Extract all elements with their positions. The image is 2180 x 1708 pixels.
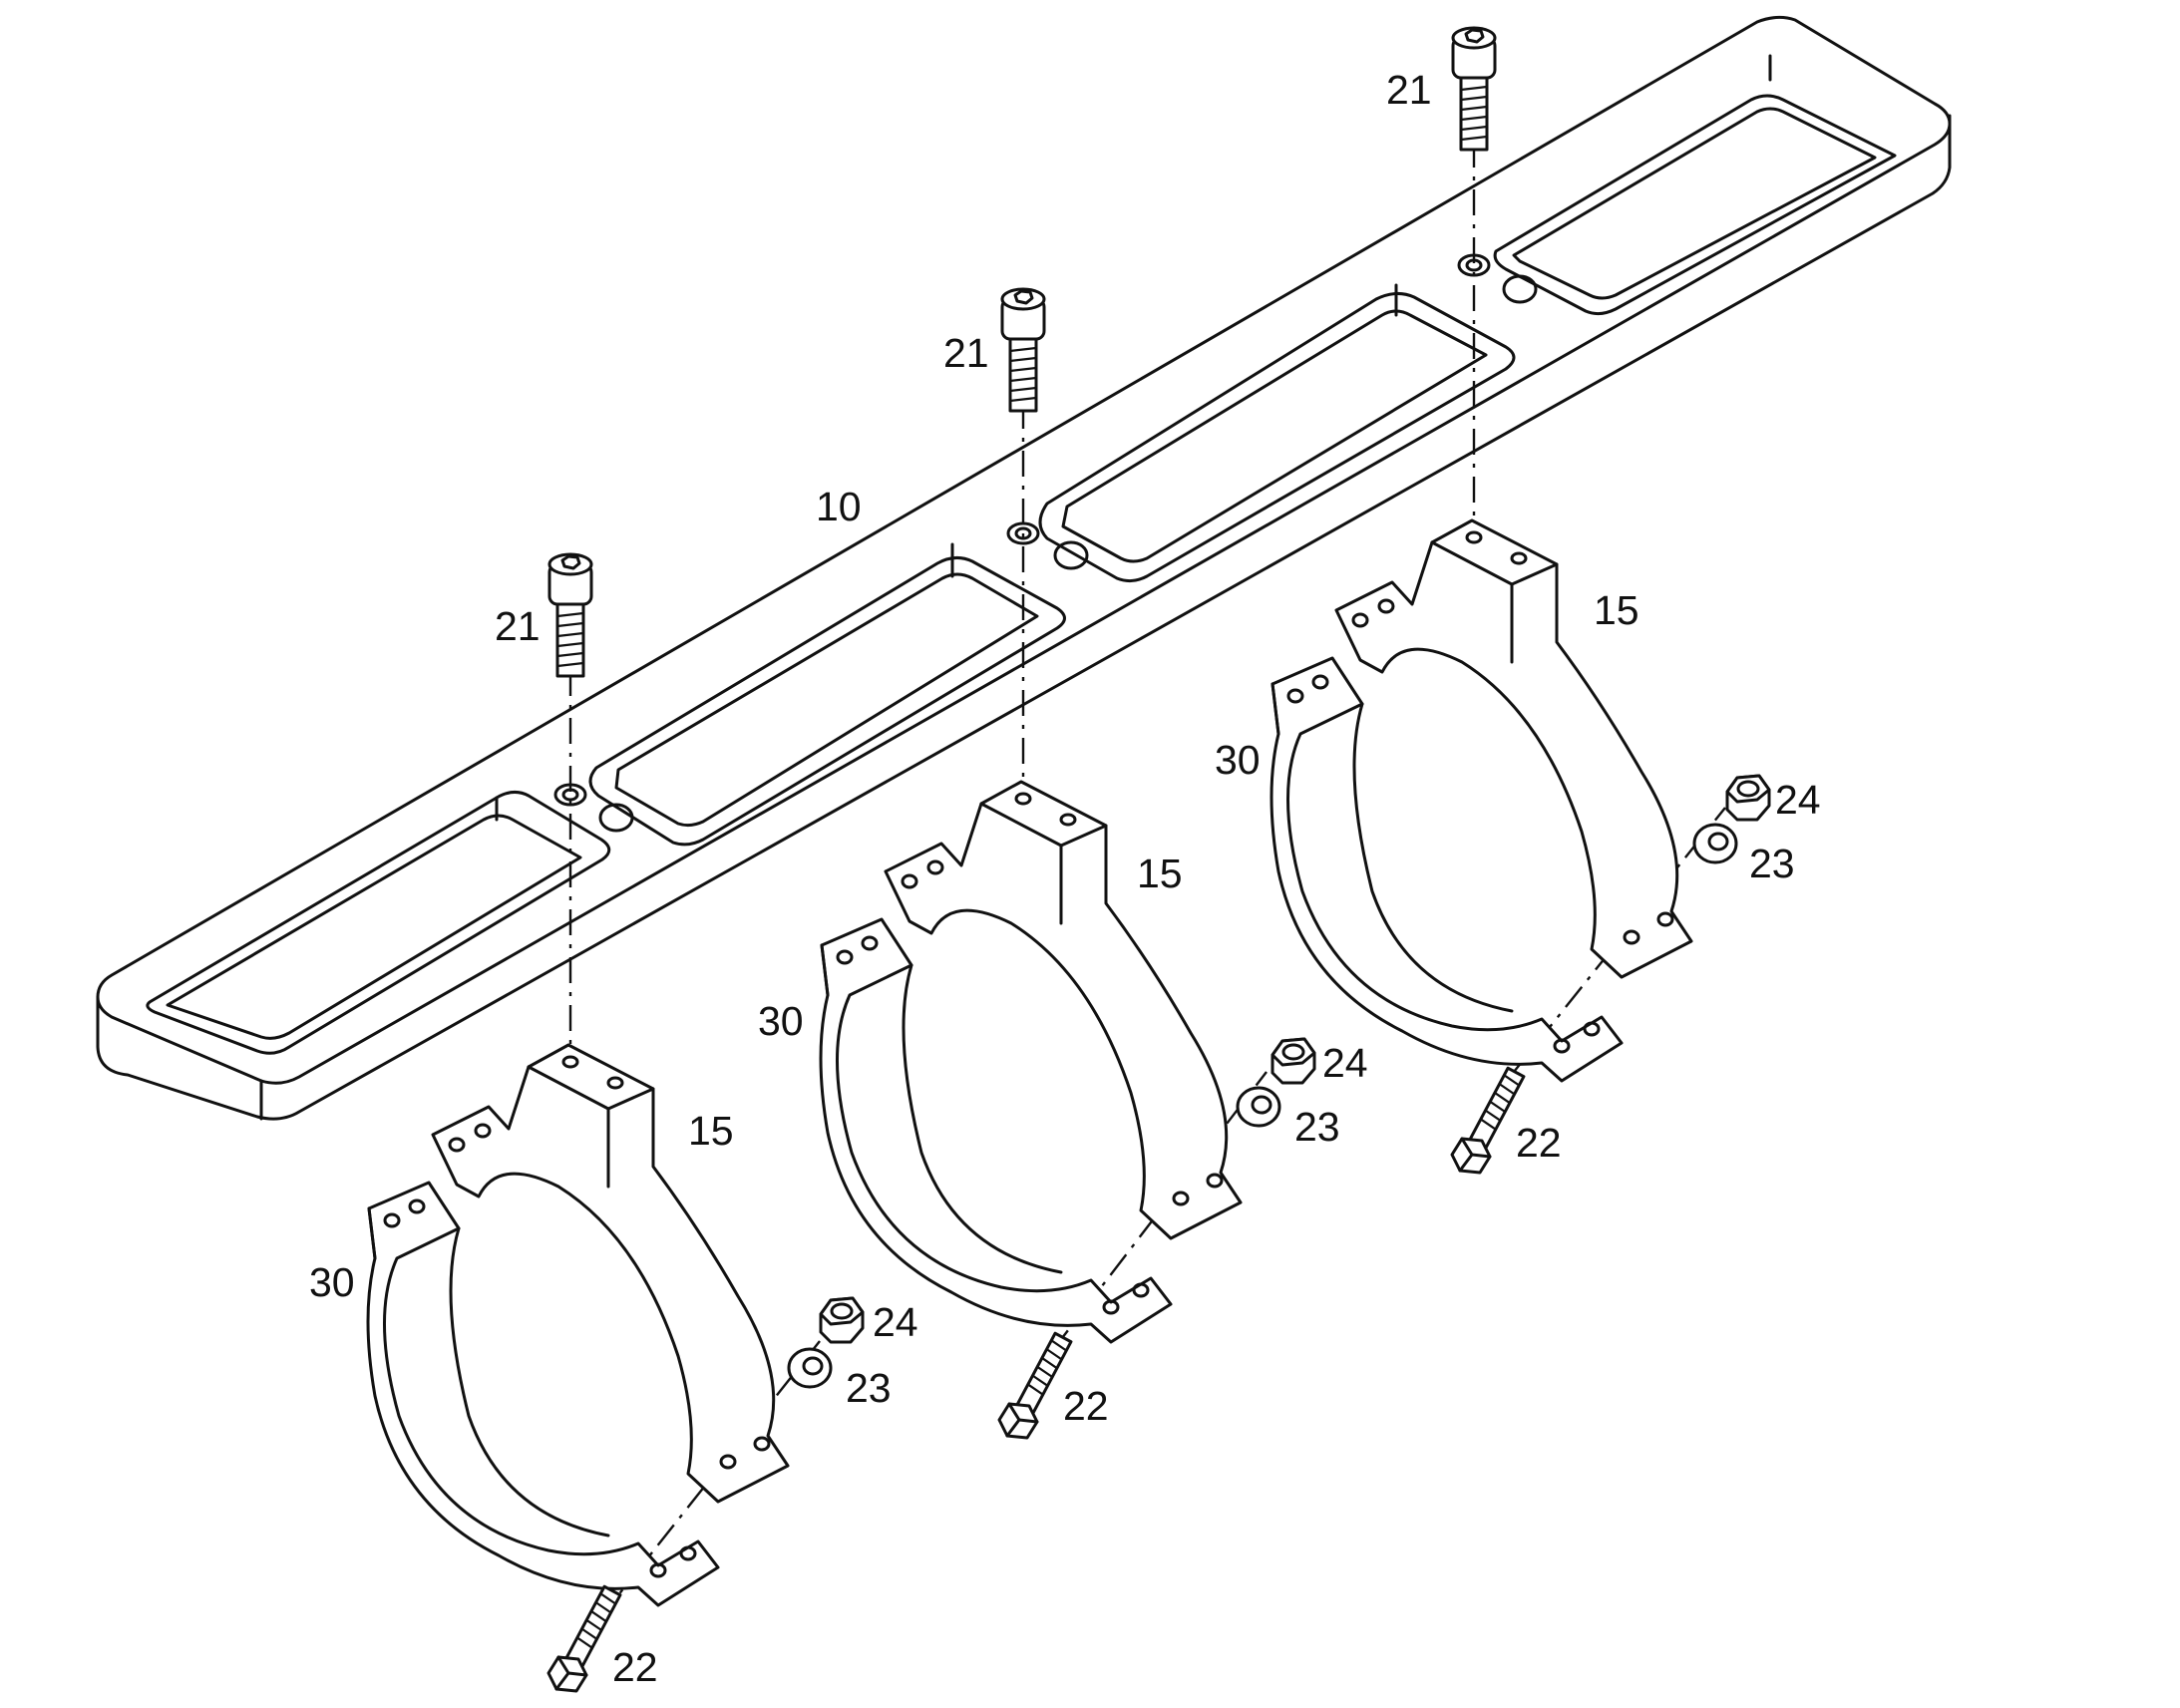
clamp-assembly-left	[366, 1043, 790, 1607]
callout-23-right: 23	[1749, 841, 1795, 886]
washer-middle	[1236, 1086, 1281, 1128]
bolt-right	[1450, 1066, 1526, 1175]
callout-21-middle: 21	[943, 330, 989, 376]
callout-30-left: 30	[309, 1259, 355, 1305]
clamp-assembly-middle	[819, 780, 1243, 1344]
callout-15-left: 15	[688, 1108, 734, 1154]
callout-22-right: 22	[1516, 1120, 1562, 1166]
callout-30-right: 30	[1215, 737, 1261, 783]
bolt-middle	[997, 1331, 1073, 1440]
nut-left	[819, 1296, 865, 1344]
callout-23-middle: 23	[1294, 1104, 1340, 1150]
callout-21-left: 21	[495, 603, 541, 649]
callout-24-middle: 24	[1322, 1040, 1368, 1086]
callout-22-left: 22	[612, 1644, 658, 1690]
callout-15-right: 15	[1594, 587, 1639, 633]
callout-30-middle: 30	[758, 998, 804, 1044]
callout-24-right: 24	[1775, 777, 1821, 823]
callout-15-middle: 15	[1137, 851, 1183, 896]
clamp-assembly-right	[1270, 518, 1693, 1083]
callout-23-left: 23	[846, 1365, 892, 1411]
callout-22-middle: 22	[1063, 1383, 1109, 1429]
callout-24-left: 24	[873, 1299, 918, 1345]
cap-screw-left	[547, 552, 593, 678]
callout-10: 10	[816, 484, 862, 529]
washer-left	[787, 1347, 833, 1389]
callout-labels: 10 21 21 21 15 15 15 30 30 30 24 24 24 2…	[309, 67, 1821, 1690]
bolt-left	[546, 1584, 622, 1693]
cap-screw-middle	[1000, 287, 1046, 413]
nut-middle	[1271, 1037, 1316, 1085]
cap-screw-right	[1451, 26, 1497, 152]
callout-21-right: 21	[1386, 67, 1432, 113]
nut-right	[1725, 774, 1771, 822]
washer-right	[1692, 823, 1738, 864]
